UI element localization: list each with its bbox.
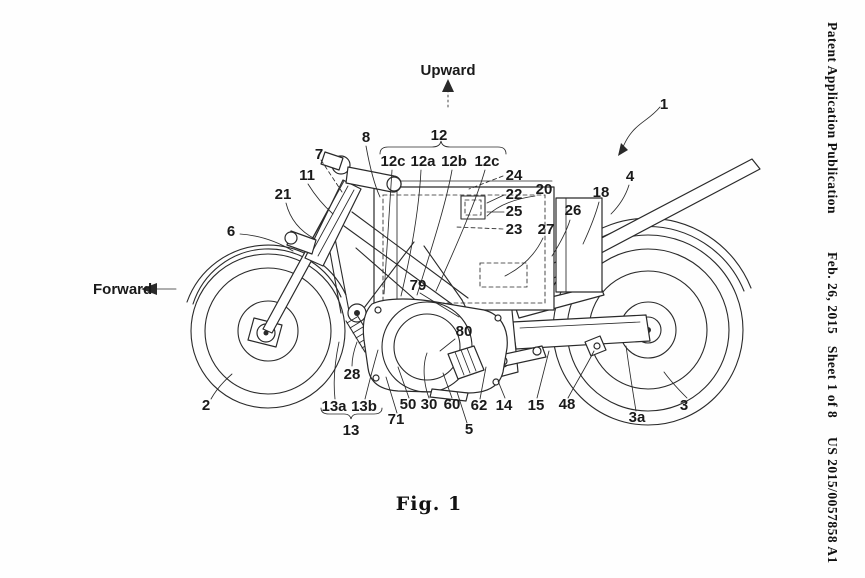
ref-label-25: 25	[506, 203, 523, 220]
front-fender	[186, 244, 347, 305]
sidebar-date-sheet: Feb. 26, 2015 Sheet 1 of 8	[825, 252, 840, 419]
ref-label-11: 11	[299, 167, 315, 184]
forward-arrow	[141, 283, 177, 295]
ref-label-3a: 3a	[629, 409, 646, 426]
ref-label-13: 13	[343, 422, 360, 439]
ref-label-1: 1	[660, 96, 668, 113]
ref-label-48: 48	[559, 396, 576, 413]
ref-label-18: 18	[593, 184, 610, 201]
ref-label-6: 6	[227, 223, 235, 240]
upward-label: Upward	[420, 62, 475, 79]
leader-lines	[210, 106, 688, 424]
ref-label-13b: 13b	[351, 398, 377, 415]
ref-label-2: 2	[202, 397, 210, 414]
reference-braces	[320, 140, 507, 420]
battery-box	[373, 180, 603, 311]
ref-label-28: 28	[344, 366, 361, 383]
ref-label-13a: 13a	[321, 398, 347, 415]
ref-label-62: 62	[471, 397, 488, 414]
motor-unit	[362, 298, 508, 402]
ref-label-80: 80	[456, 323, 473, 340]
ref-label-14: 14	[496, 397, 513, 414]
figure-caption: Fig. 1	[396, 493, 462, 515]
steering-stem-handlebar	[284, 151, 402, 267]
ref-label-23: 23	[506, 221, 523, 238]
ref-label-30: 30	[421, 396, 438, 413]
ref-label-8: 8	[362, 129, 370, 146]
ref-label-22: 22	[506, 186, 523, 203]
ref-label-12b: 12b	[441, 153, 467, 170]
ref-label-24: 24	[506, 167, 523, 184]
ref-label-12c-right: 12c	[474, 153, 499, 170]
ref-label-12c-left: 12c	[380, 153, 405, 170]
ref-label-60: 60	[444, 396, 461, 413]
ref-label-21: 21	[275, 186, 292, 203]
ref-label-79: 79	[410, 277, 427, 294]
ref-label-20: 20	[536, 181, 553, 198]
ref-label-71: 71	[388, 411, 405, 428]
ref-label-27: 27	[538, 221, 555, 238]
ref-label-50: 50	[400, 396, 417, 413]
ref-label-5: 5	[465, 421, 473, 438]
ref-label-26: 26	[565, 202, 582, 219]
reference-numerals: 1 2 3 3a 4 5 6 7 8 11 12 12c 12a 12b 12c…	[202, 96, 688, 439]
ref-label-15: 15	[528, 397, 545, 414]
ref-label-7: 7	[315, 146, 323, 163]
sidebar-publication-number: US 2015/0057858 A1	[825, 437, 840, 564]
ref-label-12a: 12a	[410, 153, 436, 170]
ref-label-4: 4	[626, 168, 635, 185]
ref-label-3: 3	[680, 397, 688, 414]
sidebar-publication-type: Patent Application Publication	[825, 22, 840, 215]
ref-label-12: 12	[431, 127, 448, 144]
upward-arrow	[442, 79, 454, 108]
direction-labels: Upward Forward	[93, 62, 476, 298]
forward-label: Forward	[93, 281, 152, 298]
